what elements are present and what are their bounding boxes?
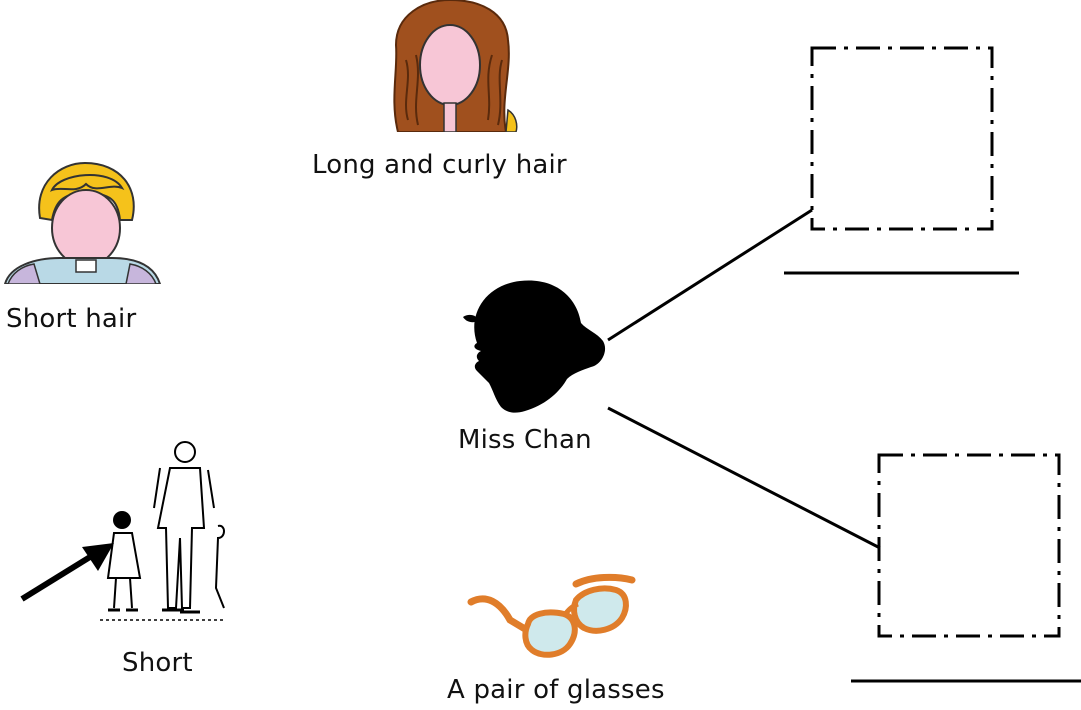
label-glasses: A pair of glasses [447,675,665,705]
short-hair-woman-icon [0,158,162,284]
short-girl-family-icon [100,438,226,623]
miss-chan-silhouette-icon [455,275,613,415]
label-short: Short [122,648,193,678]
connector-line-top [608,210,812,340]
connector-line-bottom [608,408,880,548]
label-curly-hair: Long and curly hair [312,150,567,180]
glasses-icon [466,572,636,662]
arrow-icon [18,535,118,605]
answer-box-bottom [879,455,1059,636]
curly-hair-woman-icon [388,0,522,132]
label-center: Miss Chan [458,425,592,455]
answer-box-top [812,48,992,229]
label-short-hair: Short hair [6,304,136,334]
